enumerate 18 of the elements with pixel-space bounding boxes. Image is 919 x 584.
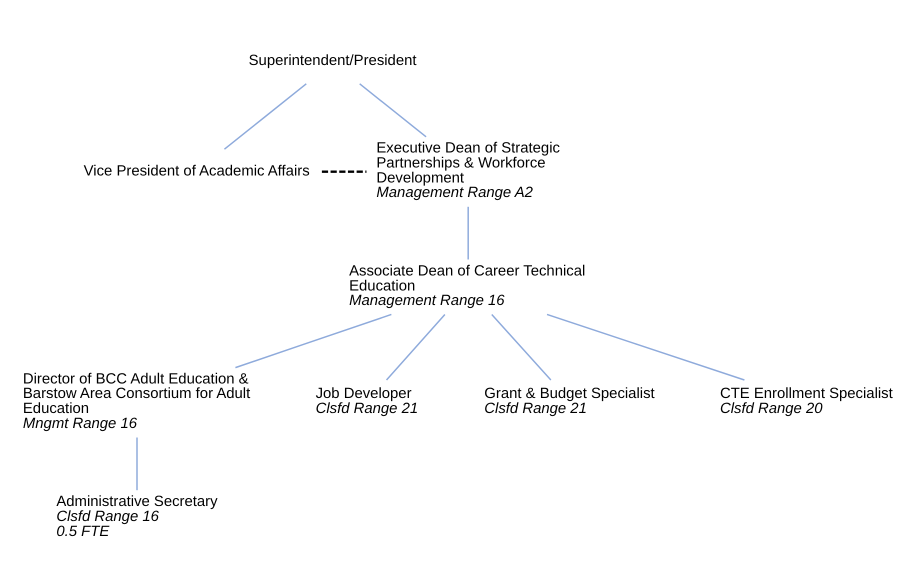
- connector: [386, 314, 446, 381]
- connector: [235, 314, 392, 368]
- connector: [224, 83, 307, 150]
- node-text: Associate Dean of Career Technical Education Management Range 16: [349, 263, 586, 310]
- node-text: Grant & Budget Specialist Clsfd Range 21: [484, 386, 655, 418]
- connector: [359, 83, 427, 138]
- connector: [491, 314, 552, 381]
- connector: [467, 206, 469, 260]
- node-text: Administrative Secretary Clsfd Range 16 0.5 FTE: [56, 494, 218, 540]
- node-text: Superintendent/President: [248, 53, 417, 70]
- node-text: Director of BCC Adult Education & Barstow Area Consortium for Adult Education Mngmt Range 16: [22, 371, 250, 432]
- node-text: CTE Enrollment Specialist Clsfd Range 20: [720, 386, 893, 418]
- connector: [136, 438, 138, 490]
- node-text: Vice President of Academic Affairs: [84, 164, 310, 180]
- connector: [322, 170, 366, 173]
- node-text: Executive Dean of Strategic Partnerships & Workforce Development Management Range A2: [376, 140, 560, 202]
- node-text: Job Developer Clsfd Range 21: [316, 386, 418, 418]
- connector: [546, 314, 745, 381]
